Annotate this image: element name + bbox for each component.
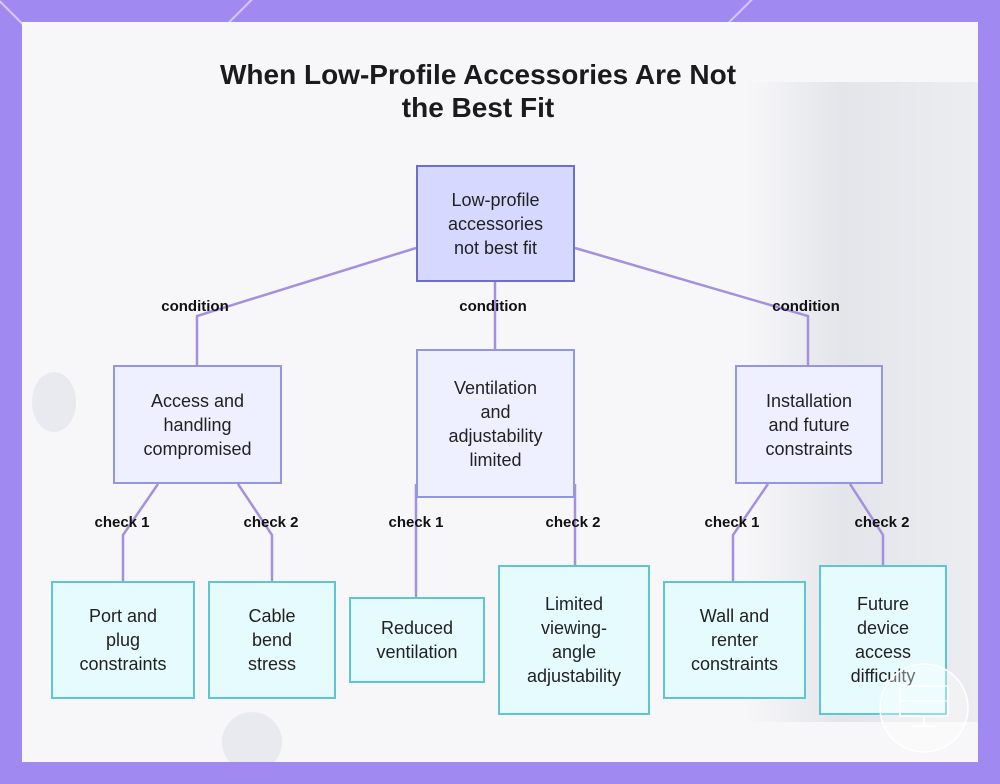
title-line-2: the Best Fit [401,92,555,123]
node-line: handling [163,414,232,435]
edge-label-check: check 2 [545,514,601,531]
background-ghost-shape [222,712,282,762]
check-node-wall-renter: Wall and renter constraints [663,581,806,699]
check-node-reduced-ventilation: Reduced ventilation [349,597,485,683]
node-line: Ventilation [453,377,538,398]
condition-node-installation: Installation and future constraints [735,365,883,484]
node-line: access [854,642,911,662]
edge-label-condition: condition [459,298,527,315]
node-line: and future [768,414,850,435]
condition-node-access: Access and handling compromised [113,365,282,484]
node-line: bend [251,630,293,650]
node-line: Reduced [380,618,454,638]
node-line: ventilation [376,642,458,662]
node-line: Port and [88,606,158,626]
connector-line [195,246,417,365]
node-line: angle [551,642,597,662]
node-line: adjustability [526,666,622,686]
background-ghost-shape [32,372,76,432]
node-line: compromised [143,438,252,459]
node-line: constraints [79,654,167,674]
node-line: Cable [248,606,296,626]
node-line: Wall and [699,606,770,626]
root-node: Low-profile accessories not best fit [416,165,575,282]
node-line: and [480,401,511,422]
edge-label-check: check 2 [243,514,299,531]
condition-node-ventilation: Ventilation and adjustability limited [416,349,575,498]
edge-label-condition: condition [161,298,229,315]
node-line: plug [105,630,140,650]
check-node-port-plug: Port and plug constraints [51,581,195,699]
watermark-logo-icon [879,663,969,753]
root-line: not best fit [453,237,538,258]
check-node-viewing-angle: Limited viewing- angle adjustability [498,565,650,715]
node-line: viewing- [540,618,608,638]
connector-line [236,483,274,581]
node-line: Installation [765,390,853,411]
node-line: Limited [544,594,604,614]
node-line: adjustability [448,425,543,446]
connector-line [731,483,770,581]
node-line: constraints [690,654,779,674]
edge-label-check: check 1 [94,514,150,531]
title-line-1: When Low-Profile Accessories Are Not [219,59,737,90]
connector-line [574,246,810,365]
check-node-future-access: Future device access difficulty [819,565,947,715]
connector-line [121,483,160,581]
check-node-cable-bend: Cable bend stress [208,581,336,699]
root-line: accessories [447,213,544,234]
node-line: Access and [150,390,245,411]
connector-line [848,483,885,565]
node-line: constraints [765,438,853,459]
node-line: renter [710,630,758,650]
edge-label-condition: condition [772,298,840,315]
node-line: device [856,618,909,638]
edge-label-check: check 1 [704,514,760,531]
edge-label-check: check 2 [854,514,910,531]
node-line: limited [469,449,522,470]
node-line: stress [247,654,296,674]
edge-label-check: check 1 [388,514,444,531]
diagram-title: When Low-Profile Accessories Are Not the… [150,58,806,124]
root-line: Low-profile [451,189,540,210]
node-line: Future [856,594,909,614]
